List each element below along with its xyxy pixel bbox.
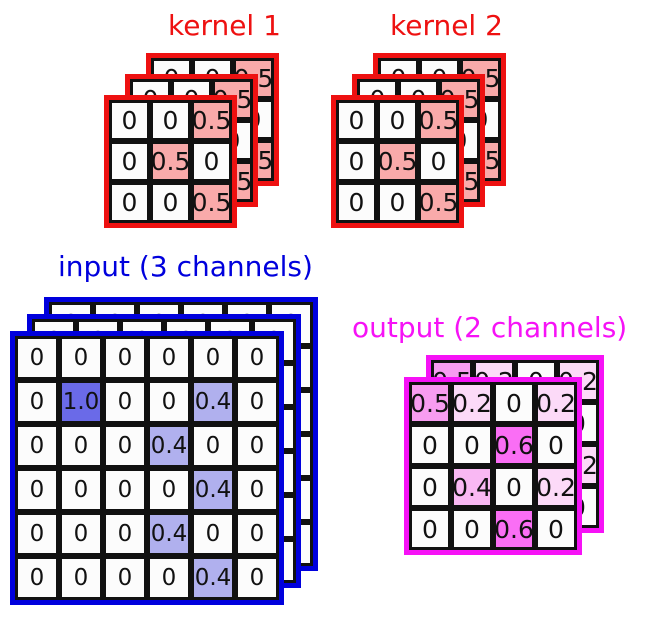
input-cell: 0 bbox=[235, 380, 279, 424]
input-cell: 0 bbox=[15, 424, 59, 468]
kernel-2-cell: 0 bbox=[336, 182, 377, 223]
input-cell: 0 bbox=[147, 556, 191, 600]
kernel-2-cell: 0 bbox=[336, 141, 377, 182]
input-cell: 0 bbox=[59, 512, 103, 556]
output-cell: 0.5 bbox=[409, 382, 451, 424]
input-cell: 0 bbox=[235, 512, 279, 556]
input-cell: 0.4 bbox=[147, 424, 191, 468]
input-cell: 0 bbox=[59, 468, 103, 512]
kernel-2-cell: 0.5 bbox=[418, 182, 459, 223]
kernel-2-cell: 0.5 bbox=[418, 100, 459, 141]
input-cell: 0.4 bbox=[191, 556, 235, 600]
kernel-1-cell: 0.5 bbox=[191, 100, 232, 141]
input-cell: 0 bbox=[59, 424, 103, 468]
kernel-2-cell: 0 bbox=[418, 141, 459, 182]
input-cell: 0 bbox=[15, 380, 59, 424]
kernel-1-title: kernel 1 bbox=[168, 9, 281, 42]
output-cell: 0.6 bbox=[493, 508, 535, 550]
input-cell: 0 bbox=[147, 336, 191, 380]
input-cell: 0 bbox=[103, 468, 147, 512]
kernel-2-cell: 0.5 bbox=[377, 141, 418, 182]
kernel-1-cell: 0 bbox=[150, 100, 191, 141]
output-cell: 0.4 bbox=[451, 466, 493, 508]
kernel-2-cell: 0 bbox=[377, 182, 418, 223]
kernel-2-cell: 0 bbox=[336, 100, 377, 141]
output-cell: 0.2 bbox=[535, 382, 577, 424]
output-cell: 0 bbox=[451, 508, 493, 550]
input-cell: 0 bbox=[59, 336, 103, 380]
output-cell: 0.2 bbox=[451, 382, 493, 424]
output-cell: 0 bbox=[535, 508, 577, 550]
input-cell: 0 bbox=[15, 556, 59, 600]
input-cell: 0 bbox=[235, 468, 279, 512]
input-cell: 1.0 bbox=[59, 380, 103, 424]
input-cell: 0 bbox=[191, 424, 235, 468]
kernel-1-cell: 0.5 bbox=[191, 182, 232, 223]
output-title: output (2 channels) bbox=[352, 311, 628, 344]
input-cell: 0.4 bbox=[191, 380, 235, 424]
kernel-2-cell: 0 bbox=[377, 100, 418, 141]
kernel-1-cell: 0 bbox=[150, 182, 191, 223]
output-cell: 0.2 bbox=[535, 466, 577, 508]
input-cell: 0 bbox=[235, 556, 279, 600]
output-cell: 0 bbox=[535, 424, 577, 466]
kernel-2-title: kernel 2 bbox=[390, 9, 503, 42]
input-cell: 0 bbox=[103, 424, 147, 468]
input-cell: 0 bbox=[191, 336, 235, 380]
input-cell: 0 bbox=[235, 336, 279, 380]
input-cell: 0 bbox=[15, 336, 59, 380]
input-cell: 0 bbox=[147, 380, 191, 424]
output-cell: 0 bbox=[451, 424, 493, 466]
output-cell: 0 bbox=[493, 382, 535, 424]
input-cell: 0 bbox=[191, 512, 235, 556]
kernel-1-cell: 0.5 bbox=[150, 141, 191, 182]
input-cell: 0 bbox=[103, 380, 147, 424]
input-cell: 0 bbox=[15, 512, 59, 556]
input-cell: 0 bbox=[147, 468, 191, 512]
output-cell: 0 bbox=[493, 466, 535, 508]
kernel-1-cell: 0 bbox=[191, 141, 232, 182]
input-title: input (3 channels) bbox=[58, 250, 313, 283]
kernel-1-cell: 0 bbox=[109, 182, 150, 223]
input-cell: 0 bbox=[103, 336, 147, 380]
output-cell: 0 bbox=[409, 508, 451, 550]
input-cell: 0 bbox=[103, 556, 147, 600]
input-cell: 0 bbox=[103, 512, 147, 556]
output-cell: 0.6 bbox=[493, 424, 535, 466]
input-cell: 0.4 bbox=[191, 468, 235, 512]
input-cell: 0 bbox=[15, 468, 59, 512]
output-cell: 0 bbox=[409, 424, 451, 466]
kernel-1-cell: 0 bbox=[109, 141, 150, 182]
input-cell: 0.4 bbox=[147, 512, 191, 556]
kernel-1-cell: 0 bbox=[109, 100, 150, 141]
output-cell: 0 bbox=[409, 466, 451, 508]
input-cell: 0 bbox=[235, 424, 279, 468]
input-cell: 0 bbox=[59, 556, 103, 600]
